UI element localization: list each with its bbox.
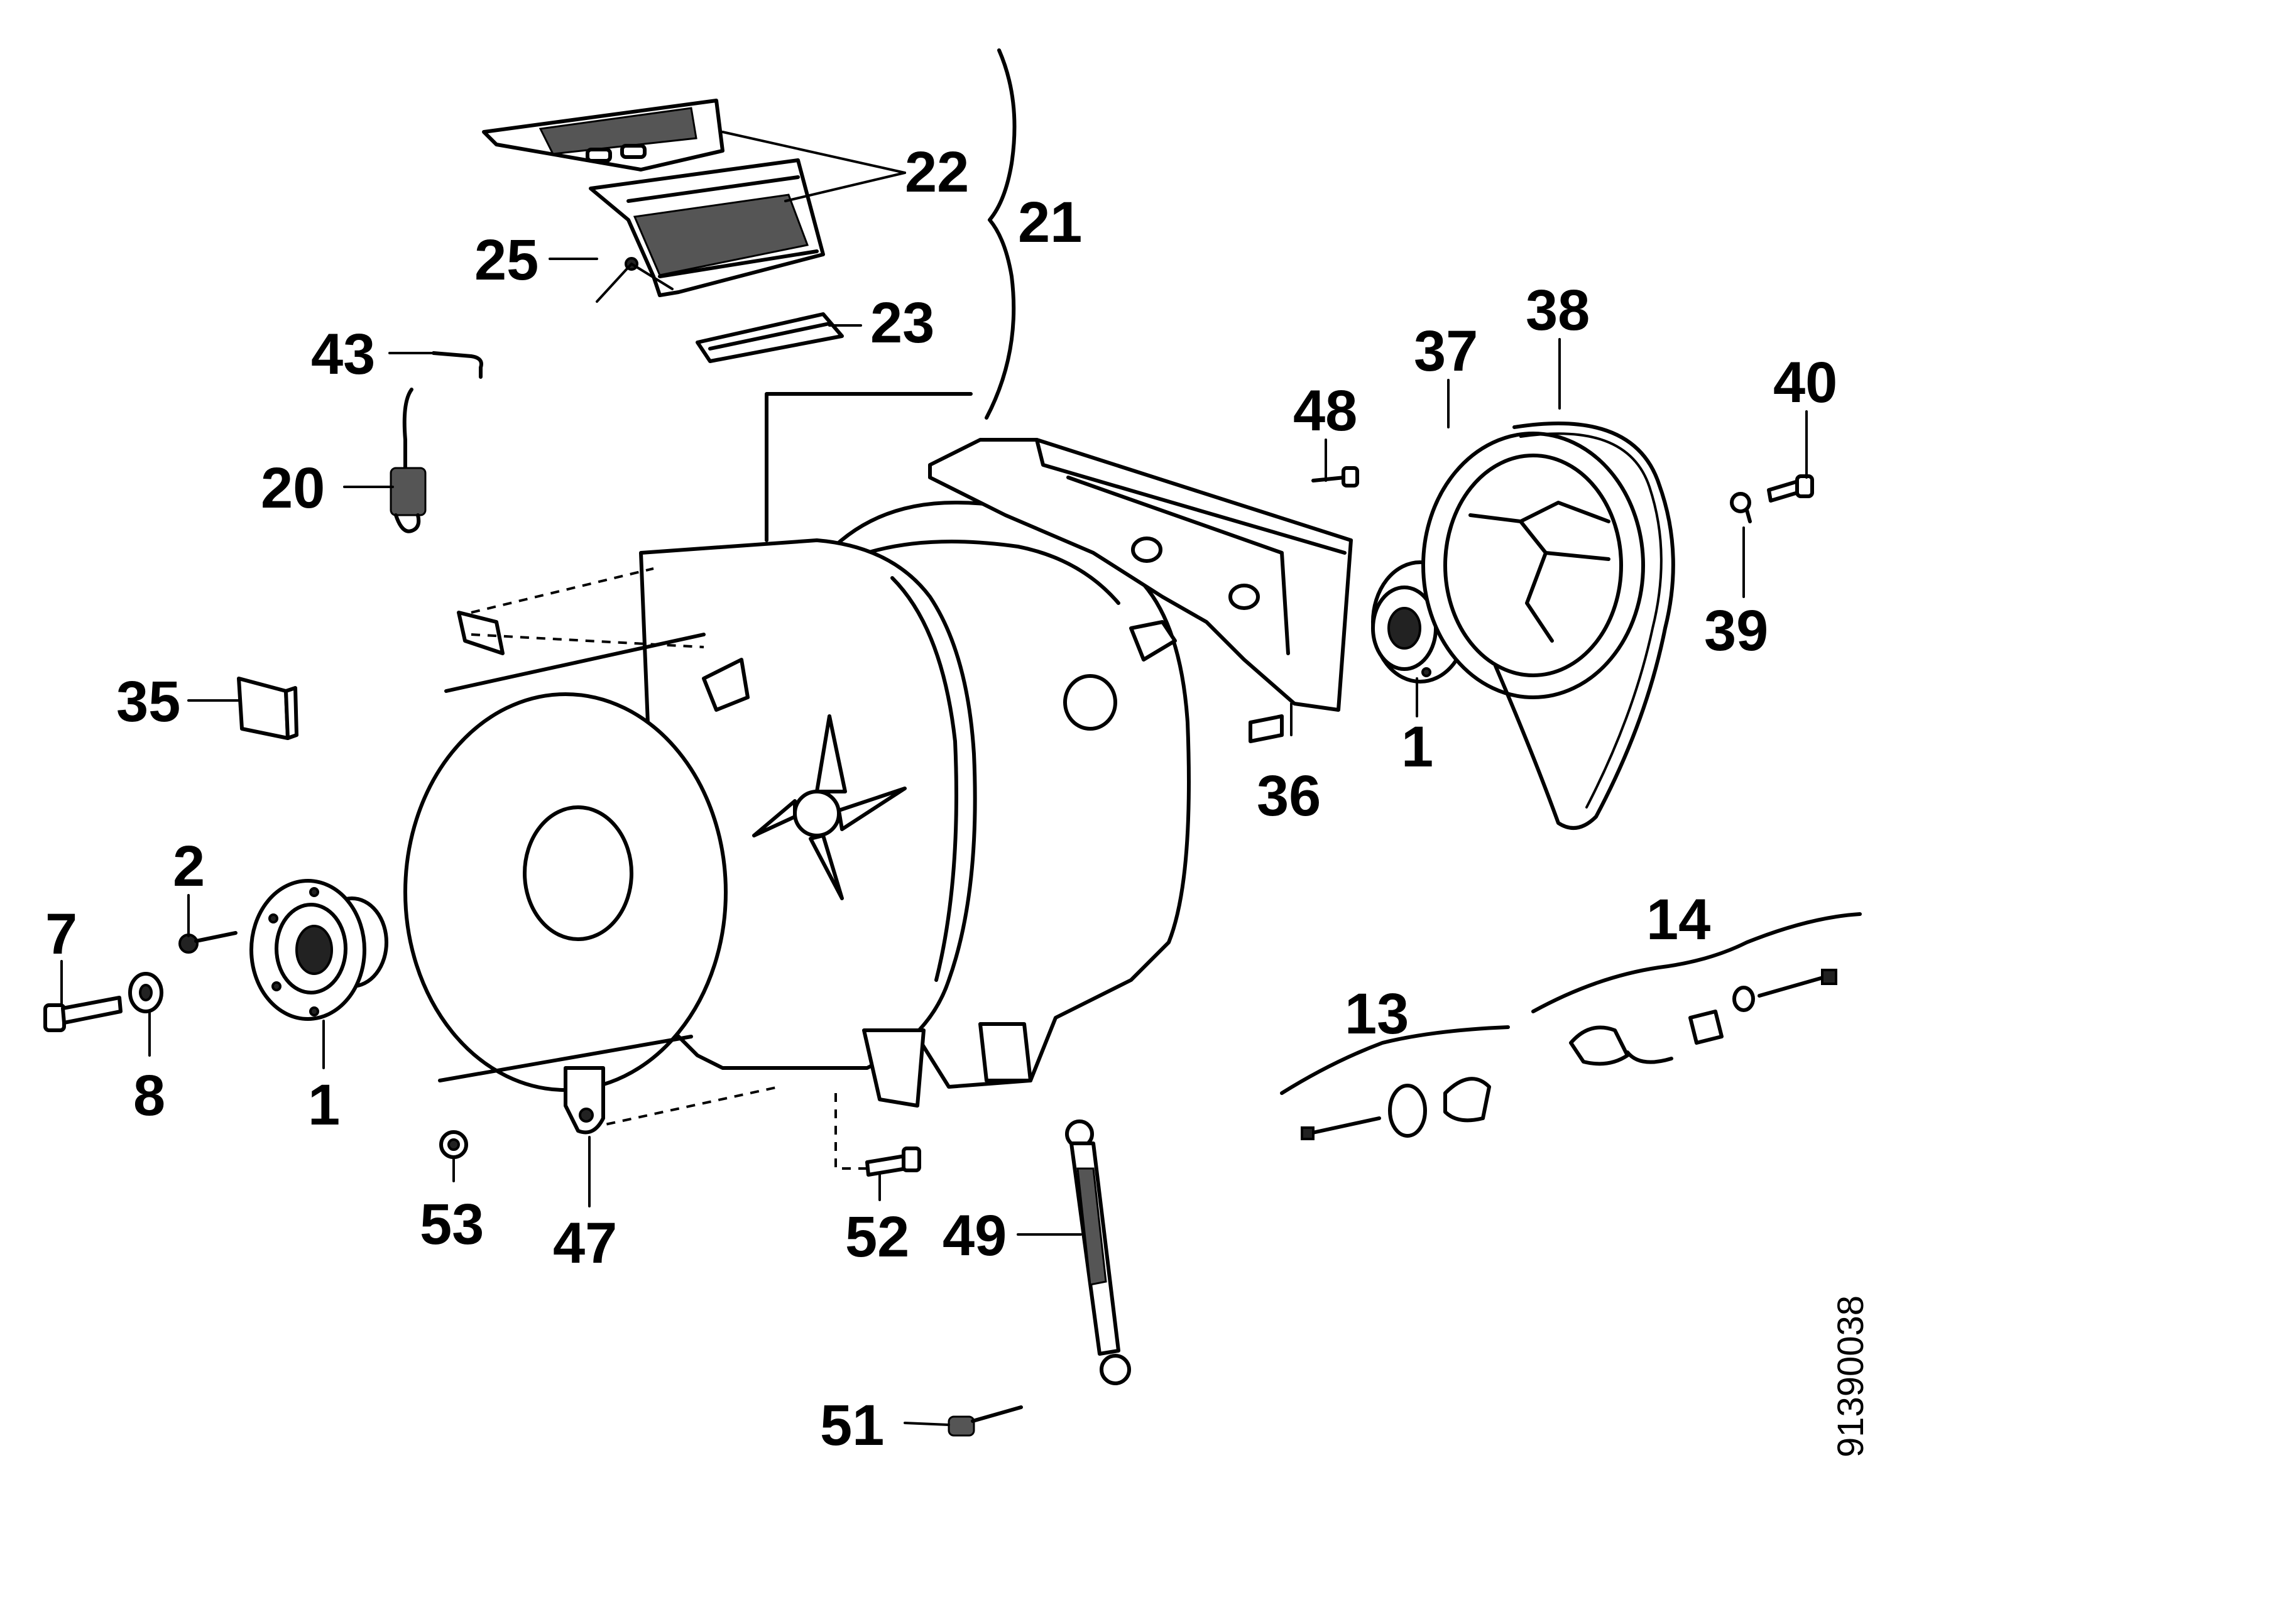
label-2: 2 (173, 834, 205, 898)
drive-belt-38 (1494, 422, 1675, 830)
brace-21 (985, 48, 1017, 420)
screw-48 (1311, 466, 1359, 488)
assembly-line-52 (834, 1093, 880, 1170)
tub-front-half (403, 538, 977, 1092)
tub-foot-47 (564, 1066, 605, 1135)
counterweight-block-35 (237, 677, 298, 740)
label-25: 25 (474, 228, 538, 292)
label-21: 21 (1018, 190, 1082, 254)
suspension-kit-14 (1531, 912, 1862, 1066)
pin-51 (948, 1405, 1023, 1437)
washer-8 (128, 972, 163, 1013)
screw-25 (596, 257, 674, 303)
label-43: 43 (311, 322, 375, 386)
bearing-housing-front (249, 879, 388, 1021)
label-1-rear: 1 (1401, 715, 1433, 779)
leader-21-tub (765, 392, 973, 542)
label-40: 40 (1773, 351, 1837, 415)
assembly-line-bottom (590, 1086, 780, 1129)
tub-spider-fan (752, 714, 907, 900)
label-22: 22 (905, 140, 969, 204)
nut-53 (439, 1130, 468, 1159)
label-49: 49 (943, 1204, 1007, 1268)
shock-absorber-49 (1065, 1119, 1131, 1385)
label-47: 47 (553, 1211, 617, 1275)
suspension-kit-13 (1280, 1025, 1510, 1140)
top-grille-strip (696, 312, 844, 363)
label-14: 14 (1646, 888, 1710, 952)
label-48: 48 (1293, 379, 1357, 443)
label-8: 8 (133, 1064, 165, 1128)
label-13: 13 (1345, 982, 1409, 1046)
label-1-front: 1 (308, 1073, 340, 1137)
label-35: 35 (116, 670, 180, 734)
label-52: 52 (845, 1205, 909, 1269)
bolt-7 (43, 996, 123, 1032)
top-grille-lower (589, 158, 825, 297)
label-7: 7 (45, 902, 77, 966)
leader-lines (60, 131, 1808, 1426)
label-38: 38 (1526, 278, 1590, 342)
label-39: 39 (1704, 599, 1768, 663)
drawing-code: 91390038 (1830, 1295, 1871, 1457)
bolt-52 (865, 1147, 921, 1177)
rear-bracket-36 (928, 438, 1353, 712)
bolt-40 (1767, 474, 1814, 503)
assembly-line-top (471, 567, 654, 614)
label-36: 36 (1257, 764, 1321, 828)
label-37: 37 (1414, 319, 1478, 383)
label-23: 23 (870, 291, 934, 355)
washer-39 (1730, 492, 1752, 523)
drum-pulley-37 (1421, 432, 1645, 699)
top-grille-upper (482, 99, 724, 172)
assembly-line-upper (471, 633, 704, 648)
tub-foot-rear (862, 1022, 1032, 1108)
spring-20 (390, 388, 427, 533)
label-53: 53 (420, 1192, 484, 1256)
label-51: 51 (820, 1393, 884, 1457)
spring-hook-43 (432, 351, 483, 379)
label-20: 20 (261, 456, 325, 520)
